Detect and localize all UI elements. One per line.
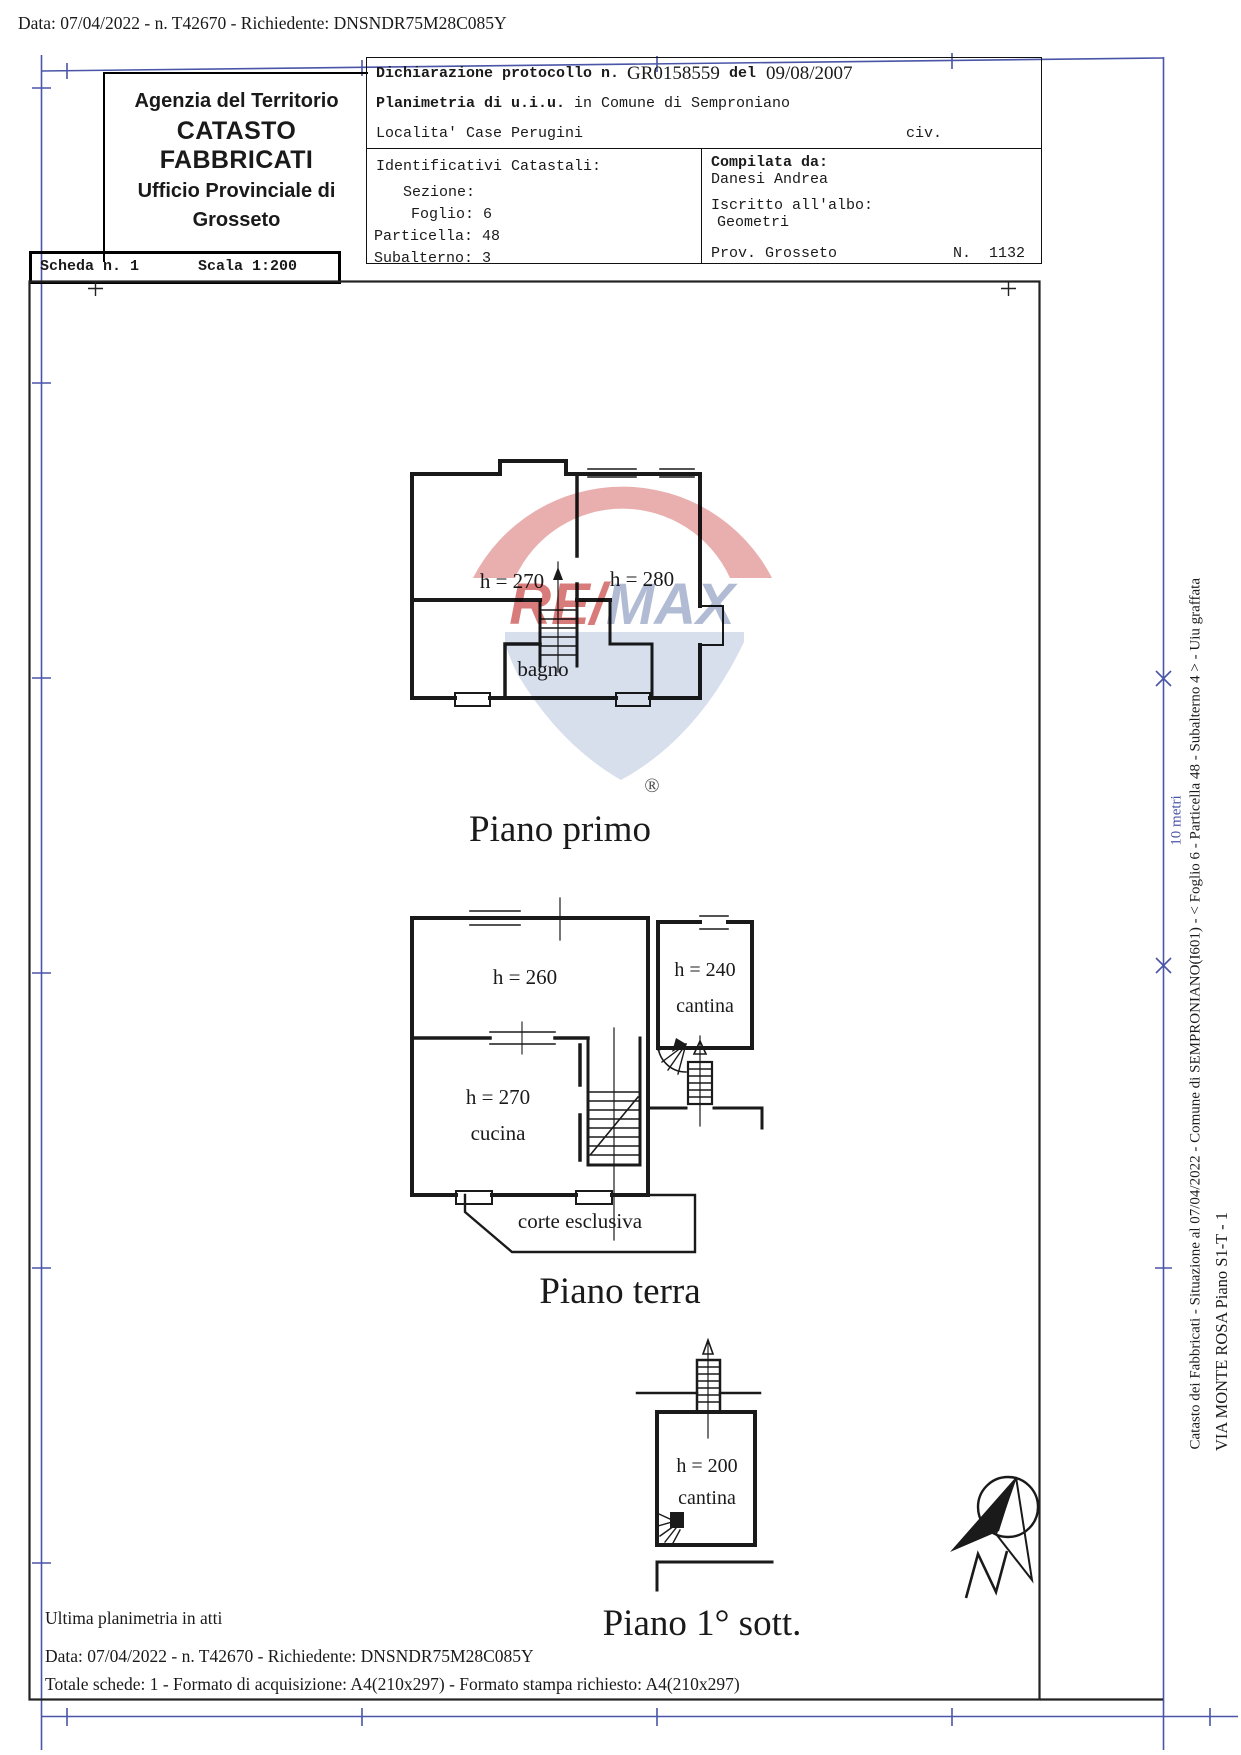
scheda-number: Scheda n. 1	[40, 258, 140, 275]
room-label-h200: h = 200	[676, 1455, 737, 1477]
registration-lines	[32, 53, 1238, 1750]
room-label-h240: h = 240	[674, 959, 735, 981]
top-request-line: Data: 07/04/2022 - n. T42670 - Richieden…	[18, 13, 507, 33]
compiler-prov: Prov. Grosseto	[711, 245, 838, 262]
room-label-cantina-basement: cantina	[678, 1487, 736, 1509]
agency-line-2: CATASTO FABBRICATI	[159, 117, 314, 174]
ground-floor-plan	[410, 897, 764, 1254]
identifiers-particella: Particella: 48	[374, 228, 501, 245]
declaration-vertical-divider	[701, 148, 702, 263]
room-label-h270-ground: h = 270	[466, 1085, 530, 1109]
identifiers-subalterno: Subalterno: 3	[374, 250, 492, 267]
basement-title: Piano 1° sott.	[603, 1603, 802, 1644]
court-label: corte esclusiva	[518, 1209, 643, 1233]
civ-label: civ.	[906, 125, 943, 142]
margin-annotation-situation: Catasto dei Fabbricati - Situazione al 0…	[1187, 578, 1204, 1450]
basement-plan	[635, 1337, 774, 1592]
compiler-albo: Geometri	[717, 214, 790, 231]
ultima-planimetria-line: Ultima planimetria in atti	[45, 1608, 223, 1628]
protocol-number: GR0158559	[627, 63, 720, 84]
protocol-date: 09/08/2007	[766, 63, 853, 84]
room-label-cucina: cucina	[471, 1121, 526, 1145]
declaration-divider	[367, 148, 1041, 149]
compiler-number: N. 1132	[953, 245, 1026, 262]
room-label-h270-first-floor: h = 270	[480, 569, 544, 593]
first-floor-title: Piano primo	[469, 809, 651, 850]
identifiers-foglio: Foglio: 6	[411, 206, 493, 223]
planimetria-label: Planimetria di u.i.u.	[376, 95, 566, 112]
agency-header-box: Agenzia del Territorio CATASTO FABBRICAT…	[103, 72, 368, 262]
room-label-bagno: bagno	[517, 657, 568, 681]
room-label-cantina-ground: cantina	[676, 995, 734, 1017]
ground-floor-title: Piano terra	[539, 1271, 700, 1312]
room-label-h280-first-floor: h = 280	[610, 567, 674, 591]
planimetria-comune: in Comune di Semproniano	[565, 95, 791, 112]
compiler-title: Compilata da:	[711, 154, 829, 171]
margin-annotation-address: VIA MONTE ROSA Piano S1-T - 1	[1212, 1212, 1231, 1451]
north-arrow-icon	[950, 1475, 1040, 1599]
agency-line-4: Grosseto	[192, 209, 281, 231]
room-label-h260: h = 260	[493, 965, 557, 989]
agency-line-1: Agenzia del Territorio	[134, 90, 339, 112]
footer-request-line: Data: 07/04/2022 - n. T42670 - Richieden…	[45, 1646, 534, 1666]
agency-line-3: Ufficio Provinciale di	[137, 180, 336, 202]
declaration-box: Dichiarazione protocollo n. GR0158559 de…	[366, 57, 1042, 267]
localita-line: Localita' Case Perugini	[376, 125, 584, 142]
scala-value: Scala 1:200	[198, 258, 298, 275]
identifiers-title: Identificativi Catastali:	[376, 158, 602, 175]
footer-totale-line: Totale schede: 1 - Formato di acquisizio…	[45, 1674, 740, 1694]
compiler-name: Danesi Andrea	[711, 171, 829, 188]
compiler-albo-label: Iscritto all'albo:	[711, 197, 874, 214]
protocol-del-label: del	[729, 65, 757, 82]
drawing-frame	[28, 280, 1163, 1701]
scale-bar-label: 10 metri	[1168, 795, 1185, 846]
protocol-label: Dichiarazione protocollo n.	[376, 65, 620, 82]
identifiers-sezione: Sezione:	[403, 184, 476, 201]
